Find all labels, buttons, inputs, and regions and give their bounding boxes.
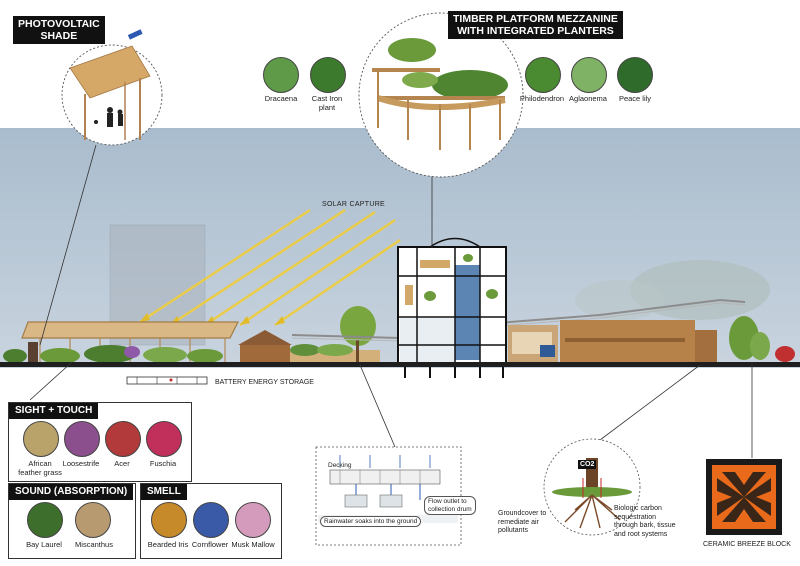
plant-icon-peace-lily <box>617 57 653 93</box>
sound-plant-label: Miscanthus <box>75 540 113 549</box>
mezz-plant-label: Cast Iron plant <box>311 94 343 112</box>
plant-icon-cornflower <box>193 502 229 538</box>
leader-lines <box>29 144 753 458</box>
raised-walkway <box>291 298 746 340</box>
smell-plant-label: Cornflower <box>191 540 229 549</box>
mezzanine-detail <box>358 12 524 178</box>
sight-touch-title: SIGHT + TOUCH <box>9 403 99 419</box>
label-flow-outlet: Flow outlet to collection drum <box>424 496 476 515</box>
label-timber-platform: TIMBER PLATFORM MEZZANINE WITH INTEGRATE… <box>448 11 623 39</box>
smell-plant-label: Musk Mallow <box>231 540 275 549</box>
mezz-plant-label: Philodendron <box>519 94 565 103</box>
solar-arrows <box>139 208 401 327</box>
plant-icon-aglaonema <box>571 57 607 93</box>
plant-icon-dracaena <box>263 57 299 93</box>
plant-icon-bay-laurel <box>27 502 63 538</box>
planting-left <box>3 345 223 364</box>
root-detail <box>543 438 641 536</box>
battery-storage <box>126 376 208 385</box>
mezz-plant-label: Dracaena <box>264 94 298 103</box>
bin <box>28 342 38 362</box>
label-decking: Decking <box>328 462 352 469</box>
sight-touch-panel: SIGHT + TOUCH African feather grass Loos… <box>8 402 192 482</box>
plant-icon-miscanthus <box>75 502 111 538</box>
label-battery-storage: BATTERY ENERGY STORAGE <box>215 379 314 386</box>
cloud <box>575 280 665 320</box>
mezz-plant-label: Peace lily <box>618 94 652 103</box>
ceramic-breeze-block <box>706 459 782 535</box>
right-buildings <box>508 316 795 363</box>
section-building <box>397 237 507 378</box>
sound-panel: SOUND (ABSORPTION) Bay Laurel Miscanthus <box>8 483 136 559</box>
label-solar-capture: SOLAR CAPTURE <box>322 201 386 208</box>
plant-icon-bearded-iris <box>151 502 187 538</box>
cloud <box>630 260 770 320</box>
smell-panel: SMELL Bearded Iris Cornflower Musk Mallo… <box>140 483 282 559</box>
plant-icon-musk-mallow <box>235 502 271 538</box>
sight-plant-label: Acer <box>114 459 130 468</box>
label-co2: CO2 <box>578 460 597 469</box>
smell-plant-label: Bearded Iris <box>147 540 189 549</box>
plant-icon-loosestrife <box>64 421 100 457</box>
label-groundcover: Groundcover to remediate air pollutants <box>498 510 547 534</box>
sight-plant-label: Fuschia <box>149 459 177 468</box>
planting-mid <box>290 344 353 356</box>
ground-line <box>0 362 800 367</box>
label-photovoltaic-shade: PHOTOVOLTAIC SHADE <box>13 16 105 44</box>
label-biologic-carbon: Biologic carbon sequestration through ba… <box>614 505 676 538</box>
small-shed <box>238 330 292 363</box>
photovoltaic-detail <box>61 29 163 146</box>
plant-icon-philodendron <box>525 57 561 93</box>
plant-icon-acer <box>105 421 141 457</box>
plant-icon-fuschia <box>146 421 182 457</box>
smell-title: SMELL <box>141 484 187 500</box>
sound-title: SOUND (ABSORPTION) <box>9 484 134 500</box>
sight-plant-label: Loosestrife <box>62 459 100 468</box>
plant-icon-cast-iron <box>310 57 346 93</box>
sound-plant-label: Bay Laurel <box>26 540 62 549</box>
label-ceramic-block: CERAMIC BREEZE BLOCK <box>703 541 791 548</box>
plant-icon-feather-grass <box>23 421 59 457</box>
sight-plant-label: African feather grass <box>18 459 62 477</box>
mezz-plant-label: Aglaonema <box>569 94 607 103</box>
label-rainwater: Rainwater soaks into the ground <box>320 516 422 527</box>
